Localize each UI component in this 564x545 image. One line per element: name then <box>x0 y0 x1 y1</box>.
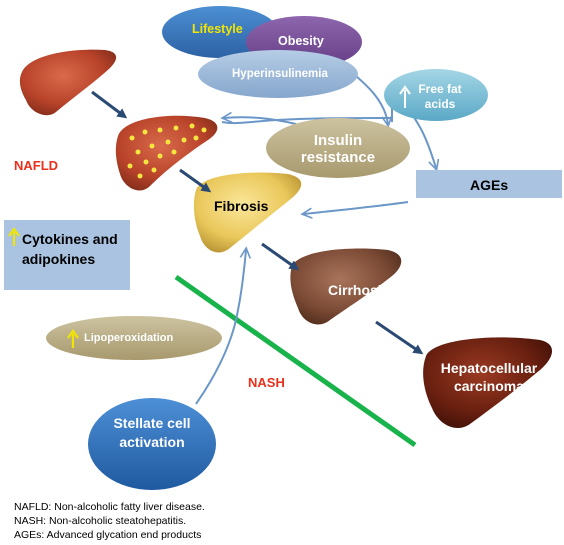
insulin-resistance-ellipse <box>266 118 410 178</box>
arrow-fatty-to-fibrosis <box>179 168 212 193</box>
up-arrow-icon <box>399 85 411 108</box>
nash-label: NASH <box>248 375 285 390</box>
free-fat-acids-label: Free fat acids <box>418 82 462 111</box>
liver-fatty-icon <box>115 115 218 191</box>
abbreviations-legend: NAFLD: Non-alcoholic fatty liver disease… <box>14 500 205 542</box>
lipoperoxidation-label: Lipoperoxidation <box>84 332 174 344</box>
hcc-label: Hepatocellular carcinoma <box>440 360 538 394</box>
liver-cirrhosis-icon <box>290 248 402 325</box>
legend-item: AGEs: Advanced glycation end products <box>14 529 202 541</box>
cirrhosis-label: Cirrhosis <box>328 282 390 298</box>
hyperinsulinemia-label: Hyperinsulinemia <box>232 68 328 80</box>
arrow-stellate-to-fibrosis <box>195 250 246 405</box>
nafld-label: NAFLD <box>14 158 59 173</box>
cytokines-box <box>4 220 130 290</box>
arrow-cirrhosis-to-hcc <box>375 320 424 355</box>
insulin-resistance-label: Insulin resistance <box>300 132 376 166</box>
arrow-fibrosis-to-cirrhosis <box>261 242 300 271</box>
lifestyle-label: Lifestyle <box>192 22 243 36</box>
arrow-ages-to-fibrosis <box>304 201 409 214</box>
arrow-ffa-to-fatty <box>221 117 393 125</box>
arrow-insulin-to-fatty <box>224 117 297 125</box>
stellate-ellipse <box>88 398 216 490</box>
arrow-normal-to-fatty <box>91 90 128 119</box>
fibrosis-label: Fibrosis <box>214 198 269 214</box>
liver-hcc-icon <box>423 337 553 429</box>
stellate-label: Stellate cell activation <box>113 415 191 450</box>
nafld-nash-divider-line <box>174 274 417 448</box>
ages-box <box>416 170 562 198</box>
legend-item: NASH: Non-alcoholic steatohepatitis. <box>14 515 187 527</box>
lipoperoxidation-ellipse <box>46 316 222 360</box>
up-arrow-icon <box>8 227 20 246</box>
cytokines-label: Cytokines and adipokines <box>22 231 118 267</box>
free-fat-acids-ellipse <box>384 69 488 121</box>
ages-label: AGEs <box>470 177 509 193</box>
up-arrow-icon <box>67 329 79 348</box>
liver-fibrosis-icon <box>193 172 302 253</box>
liver-normal-icon <box>19 49 117 116</box>
obesity-label: Obesity <box>278 34 324 48</box>
legend-item: NAFLD: Non-alcoholic fatty liver disease… <box>14 501 205 513</box>
hyperinsulinemia-ellipse <box>198 50 358 98</box>
